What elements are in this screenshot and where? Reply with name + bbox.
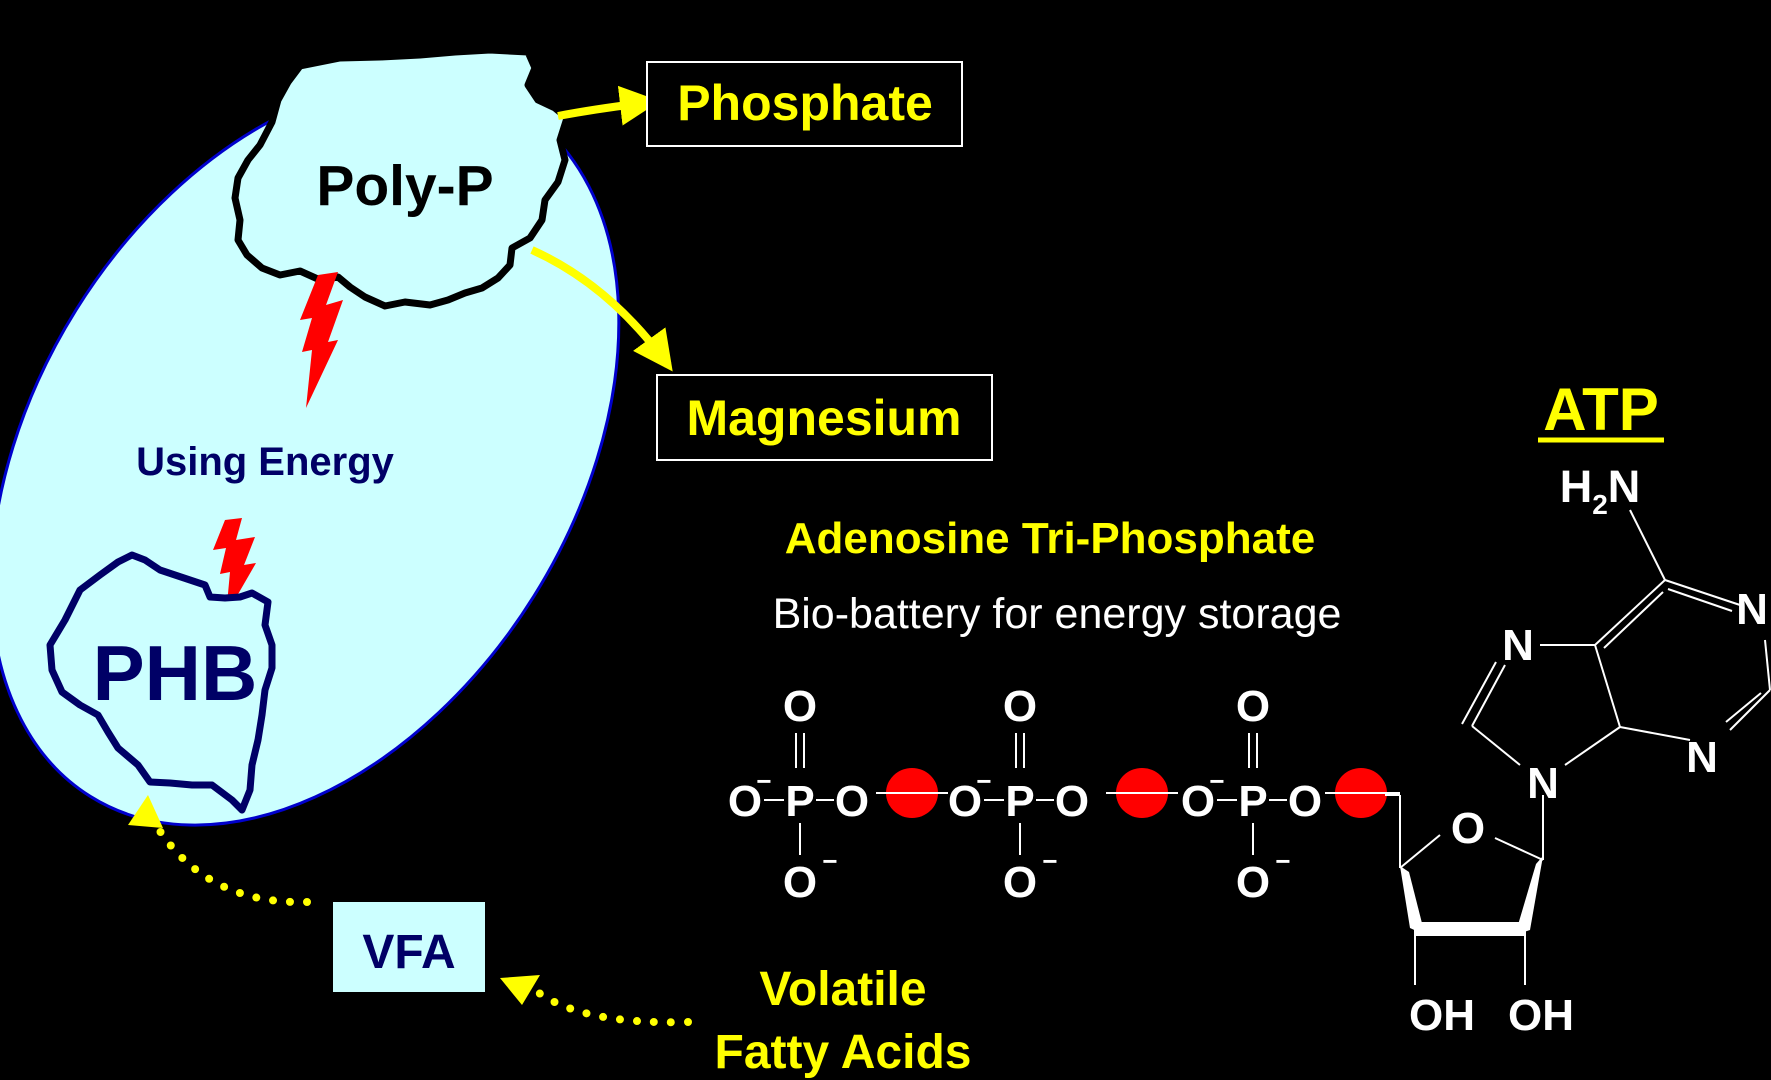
negative-charge: −	[756, 766, 771, 796]
polyp-label: Poly-P	[316, 154, 493, 218]
purine-n3: N	[1686, 733, 1718, 782]
negative-charge: −	[976, 766, 991, 796]
lightning-bolt-icon	[213, 518, 256, 615]
amine-group: H2N	[1560, 461, 1641, 520]
phosphate-oxygen-bottom: O	[1236, 858, 1270, 907]
phosphate-oxygen-top: O	[783, 682, 817, 731]
vfa-full-line1: Volatile	[759, 963, 926, 1016]
ribose-wedge-left	[1400, 866, 1425, 935]
phosphate-arrow	[557, 85, 660, 126]
phosphate-oxygen-left: O	[1181, 777, 1215, 826]
phosphate-box	[646, 61, 963, 147]
atp-description: Bio-battery for energy storage	[773, 590, 1342, 638]
phosphate-oxygen-top: O	[1003, 682, 1037, 731]
phosphate-oxygen-top: O	[1236, 682, 1270, 731]
ribose-oxygen: O	[1451, 804, 1485, 853]
vfa-uptake-arrow	[146, 811, 311, 907]
phosphate-oxygen-right: O	[835, 777, 869, 826]
phosphate-oxygen-bottom: O	[783, 858, 817, 907]
purine-n1: N	[1736, 585, 1768, 634]
phosphate-label: Phosphate	[677, 75, 933, 131]
atp-info: ATP Adenosine Tri-Phosphate Bio-battery …	[773, 376, 1664, 638]
purine-n9: N	[1527, 759, 1559, 808]
phosphate-oxygen-left: O	[728, 777, 762, 826]
vfa-box	[333, 902, 485, 992]
atp-title: ATP	[1543, 376, 1659, 443]
arrowhead-icon	[128, 795, 163, 828]
bacterial-cell: Poly-P Using Energy PHB	[0, 46, 621, 827]
negative-charge: −	[822, 846, 837, 876]
purine-n7: N	[1502, 621, 1534, 670]
negative-charge: −	[1275, 846, 1290, 876]
phosphate-oxygen-right: O	[1055, 777, 1089, 826]
magnesium-label: Magnesium	[686, 390, 961, 446]
phosphate-oxygen-right: O	[1288, 777, 1322, 826]
negative-charge: −	[1209, 766, 1224, 796]
cell-inputs: VFA Volatile Fatty Acids	[128, 795, 971, 1079]
cell-outputs: Phosphate Magnesium	[530, 61, 993, 461]
atp-name: Adenosine Tri-Phosphate	[785, 514, 1316, 563]
phb-granule	[46, 551, 276, 814]
phosphorus-atom: P	[785, 777, 814, 826]
ribose-wedge-bottom	[1415, 922, 1525, 936]
polyp-granule	[231, 46, 571, 310]
energy-label: Using Energy	[136, 440, 395, 484]
hydroxyl-3: OH	[1508, 991, 1574, 1040]
vfa-source-arrow	[531, 986, 692, 1027]
magnesium-arrow	[530, 246, 673, 372]
vfa-full-line2: Fatty Acids	[715, 1026, 972, 1079]
adenosine-structure: H2N N N N N O OH OH	[1385, 461, 1771, 1040]
arrowhead-icon	[500, 975, 540, 1005]
vfa-label: VFA	[362, 926, 455, 979]
lightning-bolt-icon	[300, 272, 343, 408]
hydroxyl-2: OH	[1409, 991, 1475, 1040]
phosphate-oxygen-left: O	[948, 777, 982, 826]
negative-charge: −	[1042, 846, 1057, 876]
structure-bonds	[1385, 509, 1771, 985]
phb-label: PHB	[93, 629, 258, 717]
phosphate-oxygen-bottom: O	[1003, 858, 1037, 907]
magnesium-box	[656, 374, 993, 461]
ribose-wedge-right	[1515, 856, 1543, 935]
phosphorus-atom: P	[1238, 777, 1267, 826]
phosphorus-atom: P	[1005, 777, 1034, 826]
